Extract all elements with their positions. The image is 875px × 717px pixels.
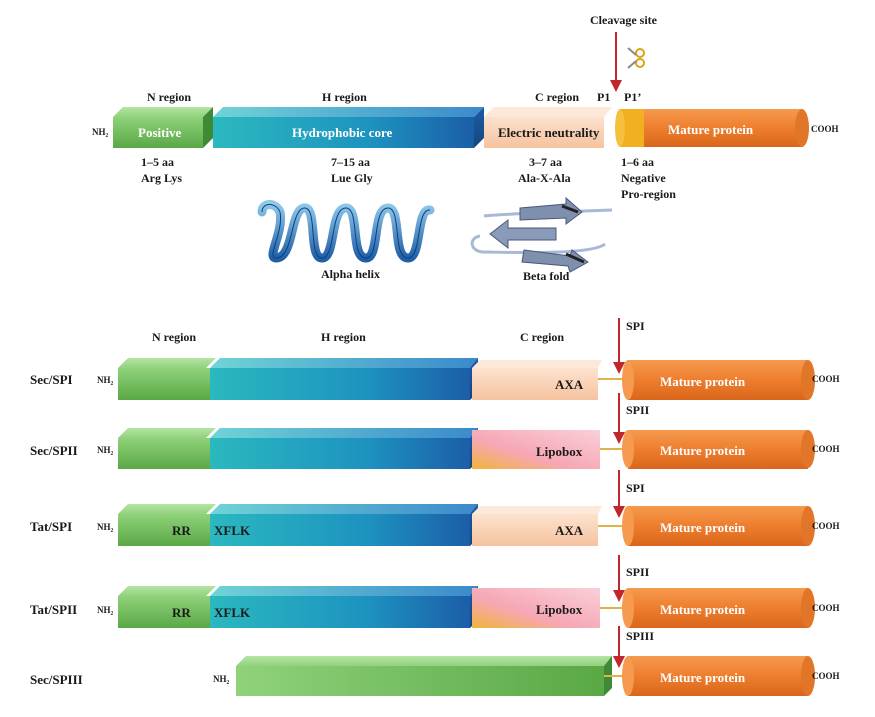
- mature-protein-label: Mature protein: [660, 602, 746, 617]
- top-cooh-label: COOH: [811, 124, 839, 134]
- top-section: Cleavage site N region H region C region…: [92, 13, 839, 283]
- top-n-line2: Arg Lys: [141, 171, 182, 185]
- pathway-row: Sec/SPI NH₂ AXA SPI Mature protein COOH: [30, 318, 840, 400]
- pathway-row: Sec/SPIII NH₂ SPIII Mature protein COOH: [30, 626, 840, 696]
- top-h-line2: Lue Gly: [331, 171, 373, 185]
- mature-protein-label: Mature protein: [660, 443, 746, 458]
- bottom-c-region-header: C region: [520, 330, 564, 344]
- top-c-region-block: Electric neutrality: [484, 107, 612, 148]
- bottom-section: N region H region C region Sec/SPI NH₂ A…: [30, 318, 840, 696]
- top-h-region-title: H region: [322, 90, 367, 104]
- top-c-region-title: C region: [535, 90, 579, 104]
- cleavage-site-label: Cleavage site: [590, 13, 658, 27]
- c-region-motif: AXA: [555, 377, 584, 392]
- h-region-motif: XFLK: [214, 523, 251, 538]
- row-cooh-label: COOH: [812, 671, 840, 681]
- alpha-helix-icon: [257, 200, 435, 263]
- row-cooh-label: COOH: [812, 374, 840, 384]
- top-c-region-inner: Electric neutrality: [498, 125, 600, 140]
- mature-protein-label: Mature protein: [660, 520, 746, 535]
- top-nh2-label: NH₂: [92, 127, 109, 137]
- p1-prime-label: P1’: [624, 90, 641, 104]
- alpha-helix-label: Alpha helix: [321, 267, 380, 281]
- scissors-icon: [627, 47, 645, 69]
- row-nh2-label: NH₂: [97, 375, 114, 385]
- c-region-motif: Lipobox: [536, 444, 583, 459]
- peptidase-label: SPIII: [626, 629, 654, 643]
- top-c-line2: Ala-X-Ala: [518, 171, 571, 185]
- pathway-name: Sec/SPI: [30, 372, 73, 387]
- pathway-row: Tat/SPI NH₂ RR XFLK AXA SPI Mature prote…: [30, 470, 840, 546]
- top-h-region-inner: Hydrophobic core: [292, 125, 393, 140]
- mature-protein-label: Mature protein: [660, 374, 746, 389]
- pathway-name: Tat/SPII: [30, 602, 77, 617]
- row-nh2-label: NH₂: [97, 605, 114, 615]
- top-n-region-block: Positive: [113, 107, 213, 148]
- row-cooh-label: COOH: [812, 521, 840, 531]
- p1-label: P1: [597, 90, 610, 104]
- row-cooh-label: COOH: [812, 603, 840, 613]
- top-mature-inner: Mature protein: [668, 122, 754, 137]
- top-mature-line3: Pro-region: [621, 187, 676, 201]
- top-c-line1: 3–7 aa: [529, 155, 562, 169]
- top-h-line1: 7–15 aa: [331, 155, 370, 169]
- top-h-region-block: Hydrophobic core: [213, 107, 484, 148]
- peptidase-label: SPII: [626, 565, 650, 579]
- bottom-h-region-header: H region: [321, 330, 366, 344]
- h-region-motif: XFLK: [214, 605, 251, 620]
- peptidase-label: SPI: [626, 319, 645, 333]
- c-region-motif: Lipobox: [536, 602, 583, 617]
- peptidase-label: SPI: [626, 481, 645, 495]
- top-n-region-title: N region: [147, 90, 191, 104]
- pathway-name: Sec/SPII: [30, 443, 78, 458]
- row-cooh-label: COOH: [812, 444, 840, 454]
- bottom-n-region-header: N region: [152, 330, 196, 344]
- top-mature-block: Mature protein: [615, 109, 809, 147]
- beta-fold-label: Beta fold: [523, 269, 570, 283]
- n-region-motif: RR: [172, 523, 191, 538]
- pathway-name: Tat/SPI: [30, 519, 72, 534]
- mature-protein-label: Mature protein: [660, 670, 746, 685]
- c-region-motif: AXA: [555, 523, 584, 538]
- row-nh2-label: NH₂: [97, 445, 114, 455]
- peptidase-label: SPII: [626, 403, 650, 417]
- n-region-motif: RR: [172, 605, 191, 620]
- pathway-name: Sec/SPIII: [30, 672, 83, 687]
- top-n-line1: 1–5 aa: [141, 155, 174, 169]
- beta-fold-icon: [470, 196, 613, 273]
- top-mature-line1: 1–6 aa: [621, 155, 654, 169]
- row-nh2-label: NH₂: [213, 674, 230, 684]
- pathway-row: Sec/SPII NH₂ Lipobox SPII Mature protein…: [30, 393, 840, 469]
- top-mature-line2: Negative: [621, 171, 666, 185]
- pathway-row: Tat/SPII NH₂ RR XFLK Lipobox SPII Mature…: [30, 555, 840, 628]
- top-n-region-inner: Positive: [138, 125, 182, 140]
- row-nh2-label: NH₂: [97, 522, 114, 532]
